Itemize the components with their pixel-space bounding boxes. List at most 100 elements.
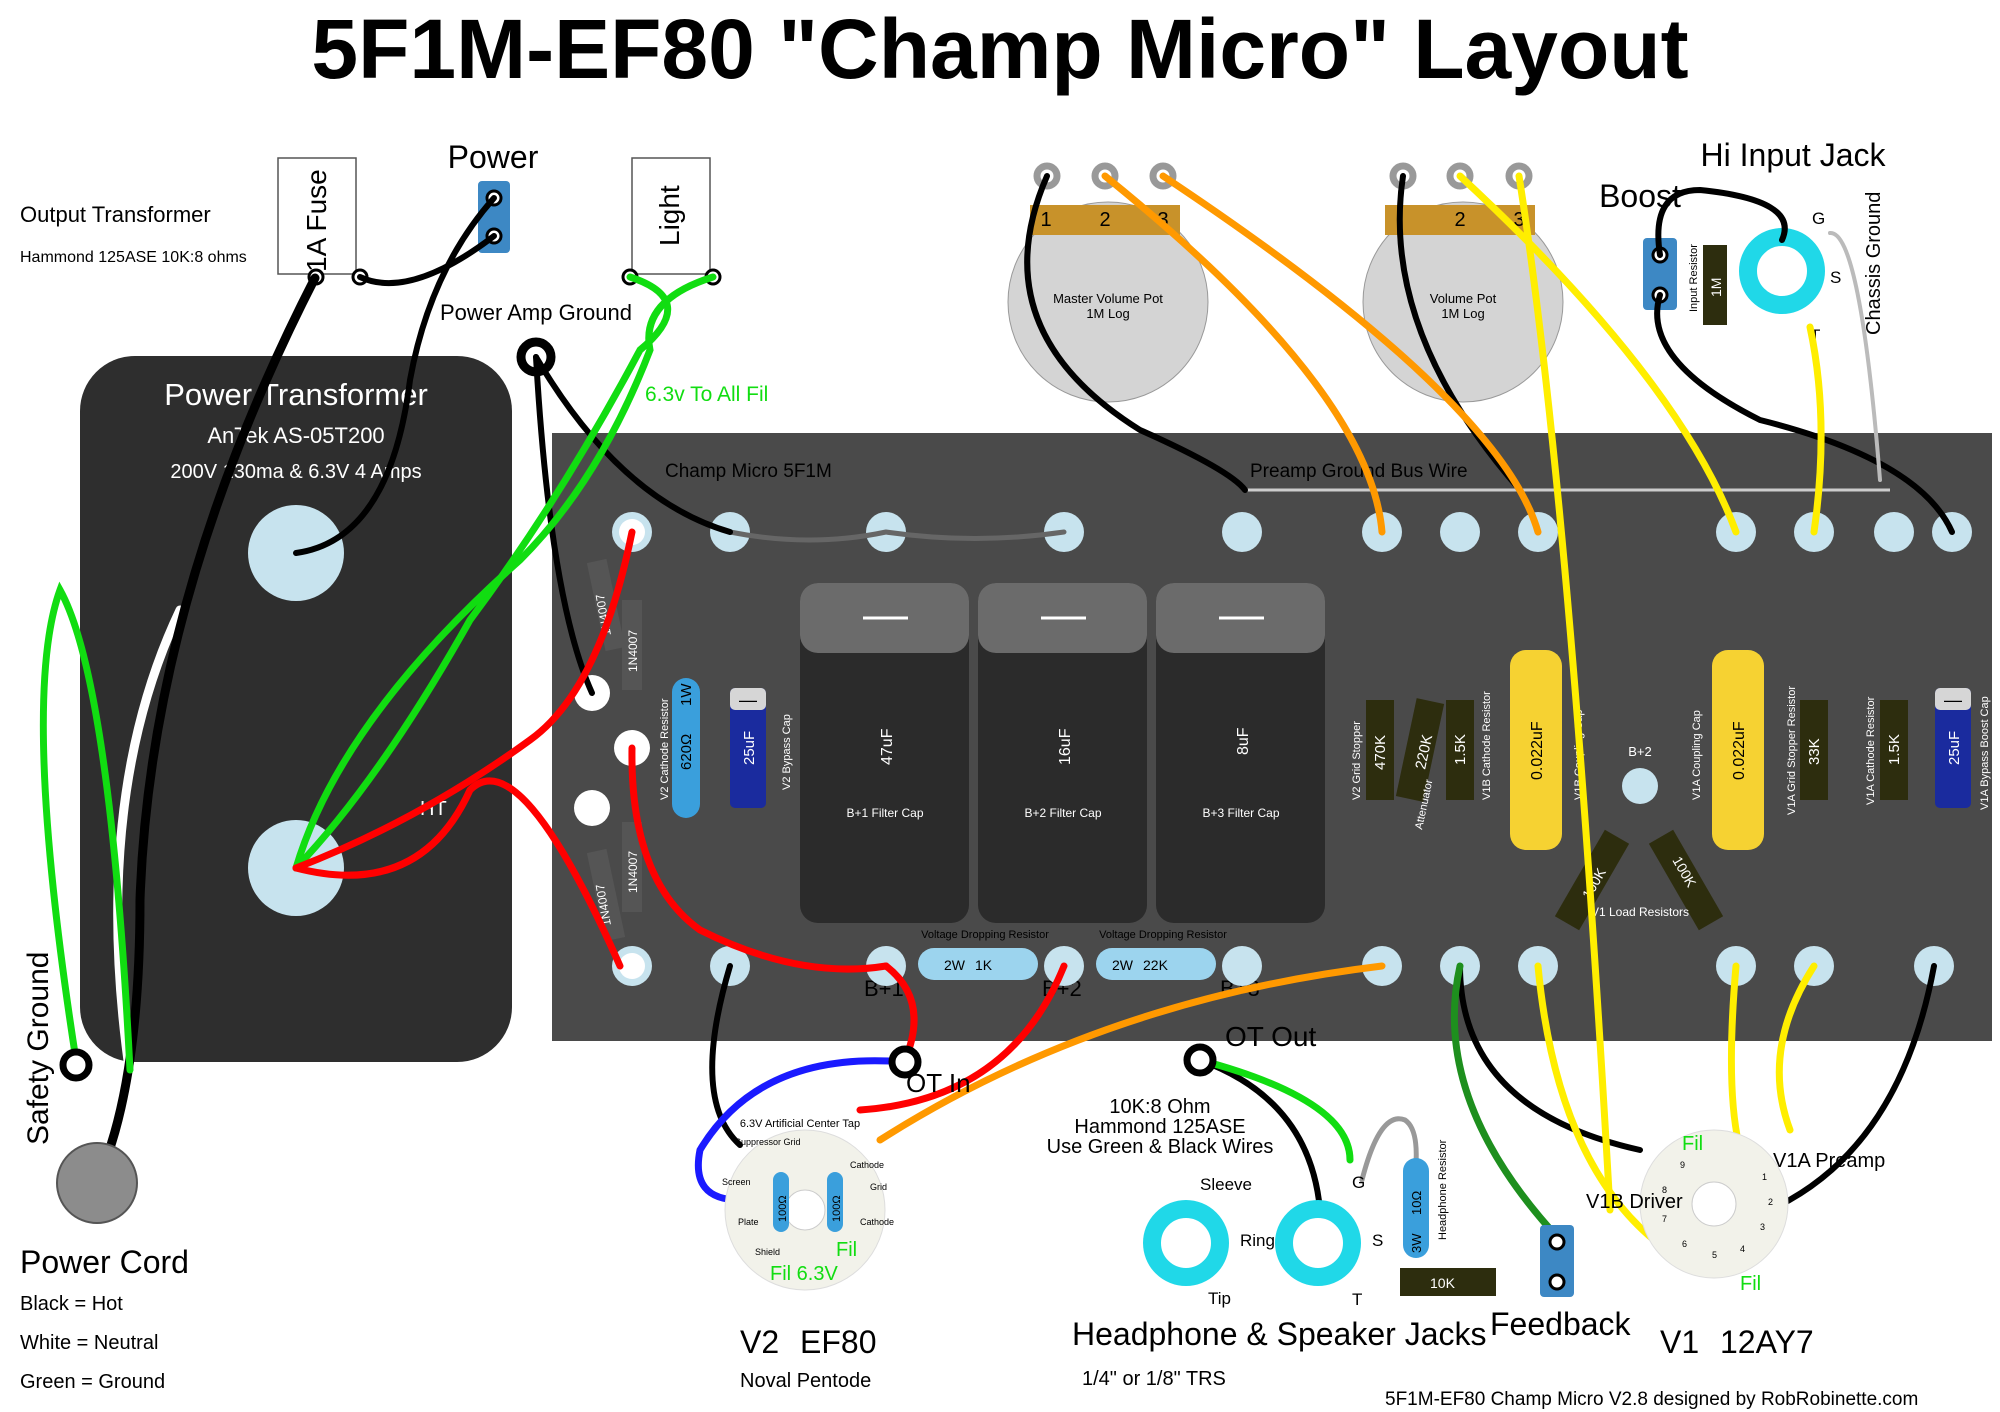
v1b-cathode-label: V1B Cathode Resistor xyxy=(1481,691,1493,800)
v2-bypass-label: V2 Bypass Cap xyxy=(781,714,793,790)
power-cord-grommet xyxy=(56,1142,138,1224)
wire-yellow-volume-3 xyxy=(1515,172,1614,1214)
hi-input-g: G xyxy=(1812,209,1825,228)
wire-black-volume-pot xyxy=(1396,173,1523,493)
feedback-resistor-value: 10K xyxy=(1430,1275,1456,1291)
v2-tube: EF80 xyxy=(800,1324,876,1360)
wire-black-fuse-switch xyxy=(357,233,497,286)
headphone-ring-label: Ring xyxy=(1240,1231,1275,1250)
hi-input-jack[interactable] xyxy=(1739,228,1825,314)
wire-orange-master-2 xyxy=(1101,172,1386,536)
load-resistors-label: V1 Load Resistors xyxy=(1591,905,1689,919)
master-volume-pot-label: Master Volume Pot xyxy=(1053,291,1163,306)
power-cord-label: Power Cord xyxy=(20,1244,189,1280)
filter-cap-2 xyxy=(978,583,1147,923)
v2-pin-suppressor: Suppressor Grid xyxy=(735,1137,801,1147)
filter-cap-2-label: B+2 Filter Cap xyxy=(1024,806,1101,820)
v1b-cathode-resistor xyxy=(1446,700,1474,800)
v1-pin-labels: 1 2 3 4 5 6 7 8 9 xyxy=(1662,1160,1773,1260)
v1-pin-3: 3 xyxy=(1760,1222,1765,1232)
input-resistor-value: 1M xyxy=(1708,278,1724,297)
v1-pin-6: 6 xyxy=(1682,1239,1687,1249)
dropping-resistor-2 xyxy=(1096,948,1216,980)
v2-pin-grid: Grid xyxy=(870,1182,887,1192)
volume-pot[interactable] xyxy=(1362,201,1564,403)
v1-socket-center xyxy=(1691,1181,1737,1227)
v1a-coupling-label: V1A Coupling Cap xyxy=(1691,710,1703,800)
attenuator-resistor xyxy=(1395,698,1445,802)
wire-black-input-ground xyxy=(1654,292,1955,535)
v1a-bypass-mark: — xyxy=(1944,690,1962,710)
v1-pin-9: 9 xyxy=(1680,1160,1685,1170)
v1-tube: 12AY7 xyxy=(1720,1324,1814,1360)
input-resistor-label: Input Resistor xyxy=(1688,244,1700,312)
v2-fil-resistor-left-value: 100Ω xyxy=(777,1195,789,1222)
v1-pin-8: 8 xyxy=(1662,1185,1667,1195)
wire-yellow-v1-mid xyxy=(1775,962,1818,1134)
headphone-jack[interactable] xyxy=(1143,1200,1229,1286)
dropping-resistor-1-value: 1K xyxy=(975,957,993,973)
filter-cap-3-label: B+3 Filter Cap xyxy=(1202,806,1279,820)
filter-cap-2-value: 16uF xyxy=(1057,728,1074,765)
wire-orange-master-3 xyxy=(1159,172,1542,536)
power-amp-ground-label: Power Amp Ground xyxy=(440,300,632,325)
light-label: Light xyxy=(654,185,685,246)
v2-grid-stopper-label: V2 Grid Stopper xyxy=(1351,721,1363,800)
board-name: Champ Micro 5F1M xyxy=(665,461,832,482)
wire-green-filament-1 xyxy=(292,273,671,872)
safety-ground-label: Safety Ground xyxy=(22,952,55,1145)
v2-bypass-mark: — xyxy=(739,690,757,710)
feedback-switch[interactable] xyxy=(1540,1225,1574,1297)
v2-cathode-watt: 1W xyxy=(678,683,695,706)
v1b-coupling-value: 0.022uF xyxy=(1529,721,1546,780)
wire-black-ground-v2 xyxy=(533,354,595,696)
power-transformer-label: Power Transformer xyxy=(164,377,428,412)
v1a-bypass-label: V1A Bypass Boost Cap xyxy=(1979,696,1991,810)
v1a-grid-stopper-value: 33K xyxy=(1806,738,1823,765)
v2-fil-resistor-left xyxy=(773,1172,789,1232)
wire-gray-bus xyxy=(727,529,1067,543)
filter-cap-3-value: 8uF xyxy=(1235,727,1252,755)
feedback-label: Feedback xyxy=(1490,1306,1632,1342)
wire-red-b1 xyxy=(628,744,890,973)
v1b-coupling-cap xyxy=(1510,650,1562,850)
wire-green-ot-out xyxy=(1196,1056,1354,1164)
feedback-lug-top xyxy=(1548,1233,1566,1251)
v1a-cathode-resistor xyxy=(1880,700,1908,800)
v2-center-tap-label: 6.3V Artificial Center Tap xyxy=(740,1118,860,1130)
v2-name: V2 xyxy=(740,1324,779,1360)
output-transformer-label: Output Transformer xyxy=(20,202,211,227)
v1-name: V1 xyxy=(1660,1324,1699,1360)
power-switch-label: Power xyxy=(448,139,539,175)
filter-cap-1-value: 47uF xyxy=(879,728,896,765)
v2-cathode-value: 620Ω xyxy=(678,734,695,770)
wire-red-b2 xyxy=(856,962,1068,1114)
wire-yellow-volume-2 xyxy=(1456,172,1740,536)
ot-out-lug xyxy=(1183,1043,1217,1077)
preamp-ground-label: Preamp Ground Bus Wire xyxy=(1250,461,1468,482)
fuse-holder xyxy=(277,157,357,275)
speaker-jack[interactable] xyxy=(1275,1200,1361,1286)
power-transformer xyxy=(80,356,512,1062)
headphone-sub: 1/4" or 1/8" TRS xyxy=(1082,1368,1226,1390)
headphone-tip-label: Tip xyxy=(1208,1289,1231,1308)
v2-bypass-value: 25uF xyxy=(741,731,758,765)
wire-blue-ot-in xyxy=(694,1057,909,1204)
wire-black-master-pot xyxy=(1024,173,1248,493)
master-volume-lug-1: 1 xyxy=(1040,209,1051,231)
diode-4-label: 1N4007 xyxy=(626,851,640,893)
v2-fil-note: Fil 6.3V xyxy=(770,1263,838,1285)
headphone-title: Headphone & Speaker Jacks xyxy=(1072,1316,1486,1352)
wire-gray-headphone xyxy=(1359,1116,1419,1183)
v1b-cathode-value: 1.5K xyxy=(1452,734,1469,765)
boost-switch[interactable] xyxy=(1643,238,1677,310)
load-resistor-right xyxy=(1648,829,1724,931)
safety-ground-lug xyxy=(59,1048,93,1082)
v1-pin-2: 2 xyxy=(1768,1197,1773,1207)
v2-grid-stopper xyxy=(1366,700,1394,800)
v2-pin-screen: Screen xyxy=(722,1177,751,1187)
dropping-resistor-2-watt: 2W xyxy=(1112,957,1134,973)
v2-pin-plate: Plate xyxy=(738,1217,759,1227)
credit: 5F1M-EF80 Champ Micro V2.8 designed by R… xyxy=(1385,1389,1918,1410)
power-cord-black: Black = Hot xyxy=(20,1293,123,1315)
